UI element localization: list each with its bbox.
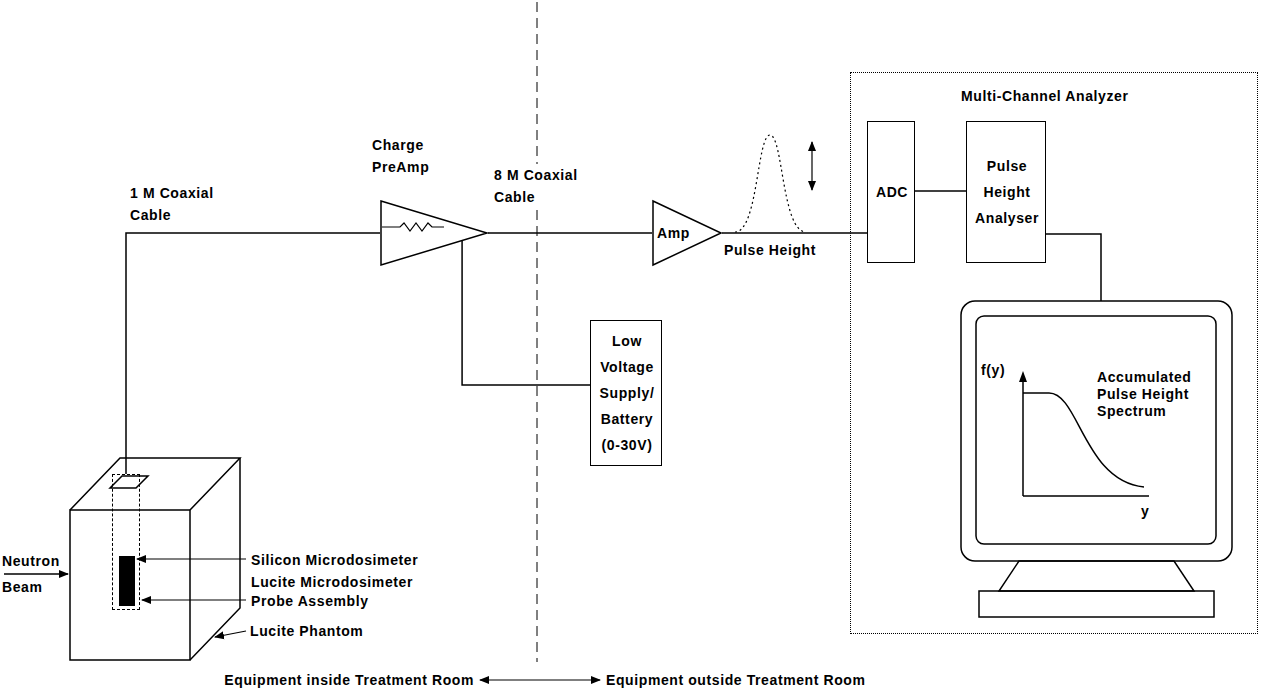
triangle-outline (653, 201, 721, 265)
node-label: Multi-Channel Analyzer (961, 87, 1221, 105)
node-label: Low Voltage Supply/ Battery (0-30V) (597, 328, 657, 458)
silicon-detector: Silicon Microdosimeter (119, 556, 135, 606)
node-label: Lucite Phantom (250, 622, 400, 640)
leader-line (142, 599, 246, 600)
power-line (462, 241, 590, 385)
cable-label: 8 M Coaxial Cable (494, 164, 600, 208)
node-label: Pulse Height Analyser (972, 153, 1042, 231)
monitor-neck (999, 561, 1194, 591)
node-label: Accumulated Pulse Height Spectrum (1097, 369, 1213, 420)
room-label: Equipment outside Treatment Room (606, 671, 866, 689)
lucite-phantom: Lucite PhantomLucite Microdosimeter Prob… (70, 458, 240, 660)
monitor-screen (976, 316, 1216, 544)
signal-line (722, 232, 867, 234)
room-arrow (480, 679, 600, 680)
room-divider (537, 2, 538, 662)
analyser-box: Pulse Height Analyser (966, 121, 1046, 263)
leader-line (215, 631, 246, 637)
beam-arrow (4, 573, 68, 575)
analyzer-frame: Multi-Channel AnalyzerADC Pulse Height An… (850, 72, 1258, 634)
cable-label: Pulse Height (724, 241, 816, 259)
monitor-base (979, 591, 1214, 617)
monitor-display: f(y) Accumulated Pulse Height Spectrum y (959, 299, 1234, 621)
power-supply-box: Low Voltage Supply/ Battery (0-30V) (590, 320, 662, 466)
node-label: Silicon Microdosimeter (251, 551, 451, 569)
pulse-shape (735, 135, 806, 232)
room-label: Equipment inside Treatment Room (224, 671, 474, 689)
resistor-symbol (382, 223, 444, 231)
probe-assembly: Lucite Microdosimeter Probe AssemblySili… (112, 474, 140, 610)
height-arrow (811, 142, 812, 190)
coaxial-cable (488, 232, 652, 234)
amplifier-outline (380, 200, 488, 266)
node-label: Lucite Microdosimeter Probe Assembly (251, 573, 436, 611)
node-label: y (1141, 502, 1161, 520)
node-label: f(y) (981, 361, 1021, 379)
phantom-edge (110, 476, 148, 488)
cube-outline (70, 458, 240, 660)
cable-label: 1 M Coaxial Cable (130, 182, 240, 226)
data-line (1046, 234, 1101, 301)
leader-line (137, 558, 246, 559)
monitor-case (961, 301, 1232, 561)
phantom-edge (70, 510, 190, 660)
axis-arrowhead (1019, 371, 1027, 382)
phantom-edge (70, 458, 240, 510)
monitor-outline (959, 299, 1234, 621)
adc-box: ADC (867, 121, 915, 263)
phantom-edge (190, 458, 240, 660)
preamp-triangle: Charge PreAmp (380, 200, 488, 266)
beam-label: Neutron Beam (2, 548, 66, 600)
triangle-outline (381, 201, 487, 265)
node-label: Charge PreAmp (372, 134, 454, 178)
node-label: ADC (872, 179, 912, 205)
amplifier-triangle: Amp (652, 200, 722, 266)
data-line (915, 190, 966, 192)
node-label: Amp (657, 224, 701, 242)
coaxial-cable (126, 233, 380, 474)
